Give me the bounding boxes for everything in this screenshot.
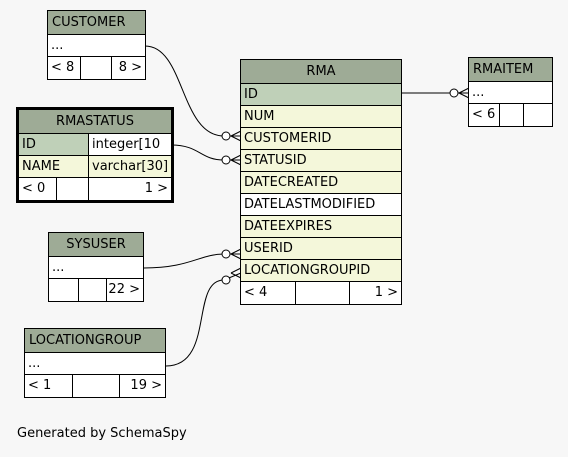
column-id: ID — [241, 84, 401, 106]
table-title: LOCATIONGROUP — [25, 329, 165, 353]
column-grid: ID integer[10 NAME varchar[30] — [19, 134, 171, 178]
table-footer: < 8 8 > — [48, 57, 145, 79]
column-num: NUM — [241, 106, 401, 128]
parent-count: < 4 — [241, 282, 296, 304]
child-count: 1 > — [374, 285, 398, 300]
table-title: RMA — [241, 60, 401, 84]
column-customerid: CUSTOMERID — [241, 128, 401, 150]
optional-marker — [221, 155, 231, 165]
child-count: 19 > — [130, 378, 162, 393]
table-footer: < 4 1 > — [241, 282, 401, 304]
parent-count: < 6 — [469, 104, 500, 126]
optional-marker — [221, 275, 231, 285]
parent-count: < 1 — [25, 375, 73, 397]
column-name: ID — [19, 134, 89, 156]
parent-count — [49, 279, 79, 301]
table-title: RMAITEM — [469, 58, 552, 82]
column-datelastmodified: DATELASTMODIFIED — [241, 194, 401, 216]
footer-spacer — [296, 282, 350, 304]
column-userid: USERID — [241, 238, 401, 260]
column-name: NAME — [19, 156, 89, 178]
child-count: 1 > — [144, 181, 168, 196]
table-title: RMASTATUS — [19, 110, 171, 134]
column-statusid: STATUSID — [241, 150, 401, 172]
column-placeholder: ... — [48, 35, 145, 57]
table-customer[interactable]: CUSTOMER ... < 8 8 > — [47, 10, 146, 80]
table-sysuser[interactable]: SYSUSER ... 22 > — [48, 232, 144, 302]
table-footer: < 0 1 > — [19, 178, 171, 200]
footer-spacer — [57, 178, 89, 200]
parent-count: < 8 — [48, 57, 81, 79]
table-rmaitem[interactable]: RMAITEM ... < 6 — [468, 57, 553, 127]
footer-spacer — [79, 279, 107, 301]
link-rmastatus-rma — [170, 144, 241, 161]
table-rma[interactable]: RMA ID NUM CUSTOMERID STATUSID DATECREAT… — [240, 59, 402, 305]
footer-spacer — [73, 375, 120, 397]
table-title: CUSTOMER — [48, 11, 145, 35]
column-dateexpires: DATEEXPIRES — [241, 216, 401, 238]
parent-count: < 0 — [19, 178, 57, 200]
generator-credit: Generated by SchemaSpy — [17, 426, 187, 441]
table-footer: < 6 — [469, 104, 552, 126]
table-locationgroup[interactable]: LOCATIONGROUP ... < 1 19 > — [24, 328, 166, 398]
child-count: 8 > — [118, 60, 142, 75]
column-locationgroupid: LOCATIONGROUPID — [241, 260, 401, 282]
column-datecreated: DATECREATED — [241, 172, 401, 194]
link-customer-rma — [144, 45, 241, 137]
column-placeholder: ... — [25, 353, 165, 375]
table-footer: < 1 19 > — [25, 375, 165, 397]
child-count: 22 > — [108, 282, 140, 297]
optional-marker — [449, 88, 459, 98]
column-type: integer[10 — [89, 134, 171, 156]
column-placeholder: ... — [469, 82, 552, 104]
column-type: varchar[30] — [89, 156, 171, 178]
table-footer: 22 > — [49, 279, 143, 301]
optional-marker — [221, 131, 231, 141]
table-title: SYSUSER — [49, 233, 143, 257]
footer-spacer — [500, 104, 524, 126]
column-placeholder: ... — [49, 257, 143, 279]
link-locationgroup-rma — [165, 272, 242, 367]
footer-spacer — [81, 57, 112, 79]
child-count — [524, 104, 552, 126]
table-rmastatus[interactable]: RMASTATUS ID integer[10 NAME varchar[30]… — [16, 107, 174, 203]
optional-marker — [221, 249, 231, 259]
